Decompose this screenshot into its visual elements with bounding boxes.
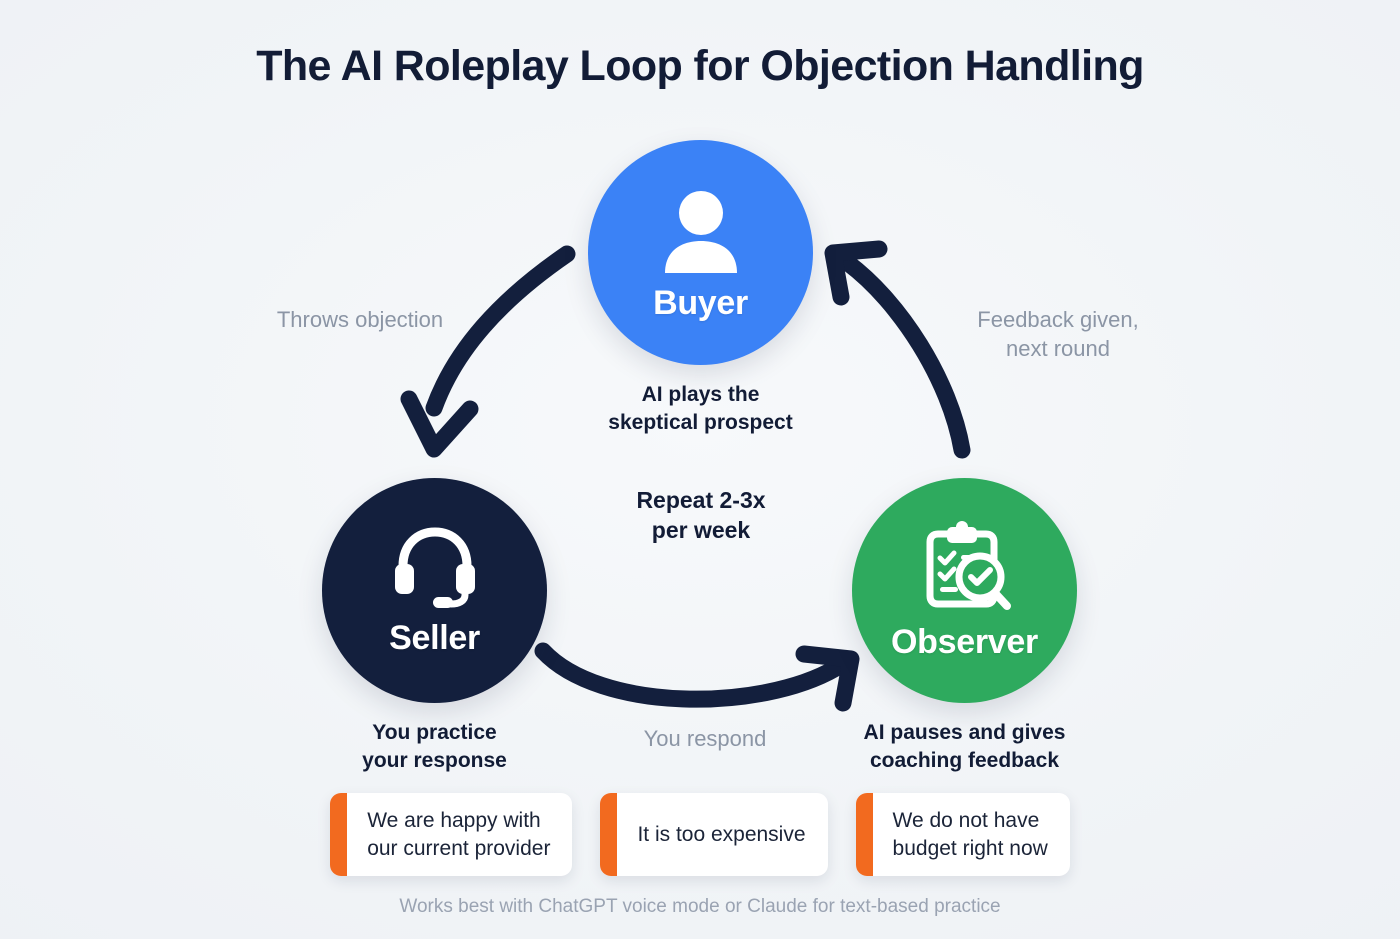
objection-card[interactable]: We do not have budget right now [855,793,1070,877]
arrow-seller-to-observer [534,642,860,712]
edge-label-you-respond: You respond [643,726,767,751]
node-observer-caption: AI pauses and gives coaching feedback [863,721,1066,773]
node-buyer-label: Buyer [653,283,748,322]
edge-label-throws-objection: Throws objection [276,307,444,332]
node-seller-caption: You practice your response [362,721,507,773]
edge-label-feedback-given: Feedback given, next round [977,307,1139,361]
objection-card-list: We are happy with our current provider I… [0,793,1400,877]
node-observer-circle[interactable]: Observer [852,478,1077,703]
node-seller-circle[interactable]: Seller [322,478,547,703]
center-note-repeat: Repeat 2-3x per week [636,487,766,543]
objection-card-text: We are happy with our current provider [367,809,551,860]
page-title: The AI Roleplay Loop for Objection Handl… [256,42,1144,90]
node-observer-label: Observer [891,622,1038,661]
arrow-observer-to-buyer [824,240,971,459]
node-buyer-circle[interactable]: Buyer [588,140,813,365]
node-observer[interactable]: Observer AI pauses and gives coaching fe… [852,478,1077,776]
node-seller-label: Seller [389,618,480,657]
footer-note: Works best with ChatGPT voice mode or Cl… [399,896,1001,917]
headset-icon [389,524,481,613]
arrow-buyer-to-seller [400,245,576,458]
person-icon [657,189,745,280]
node-seller[interactable]: Seller You practice your response [322,478,547,776]
objection-card[interactable]: It is too expensive [600,793,828,877]
node-buyer[interactable]: Buyer AI plays the skeptical prospect [588,140,813,438]
objection-card[interactable]: We are happy with our current provider [330,793,573,877]
card-accent-bar [330,793,348,877]
card-accent-bar [600,793,618,877]
node-buyer-caption: AI plays the skeptical prospect [608,383,793,435]
objection-card-text: We do not have budget right now [892,809,1048,860]
clipboard-search-icon [918,520,1012,617]
card-accent-bar [855,793,873,877]
objection-card-text: It is too expensive [637,822,806,846]
